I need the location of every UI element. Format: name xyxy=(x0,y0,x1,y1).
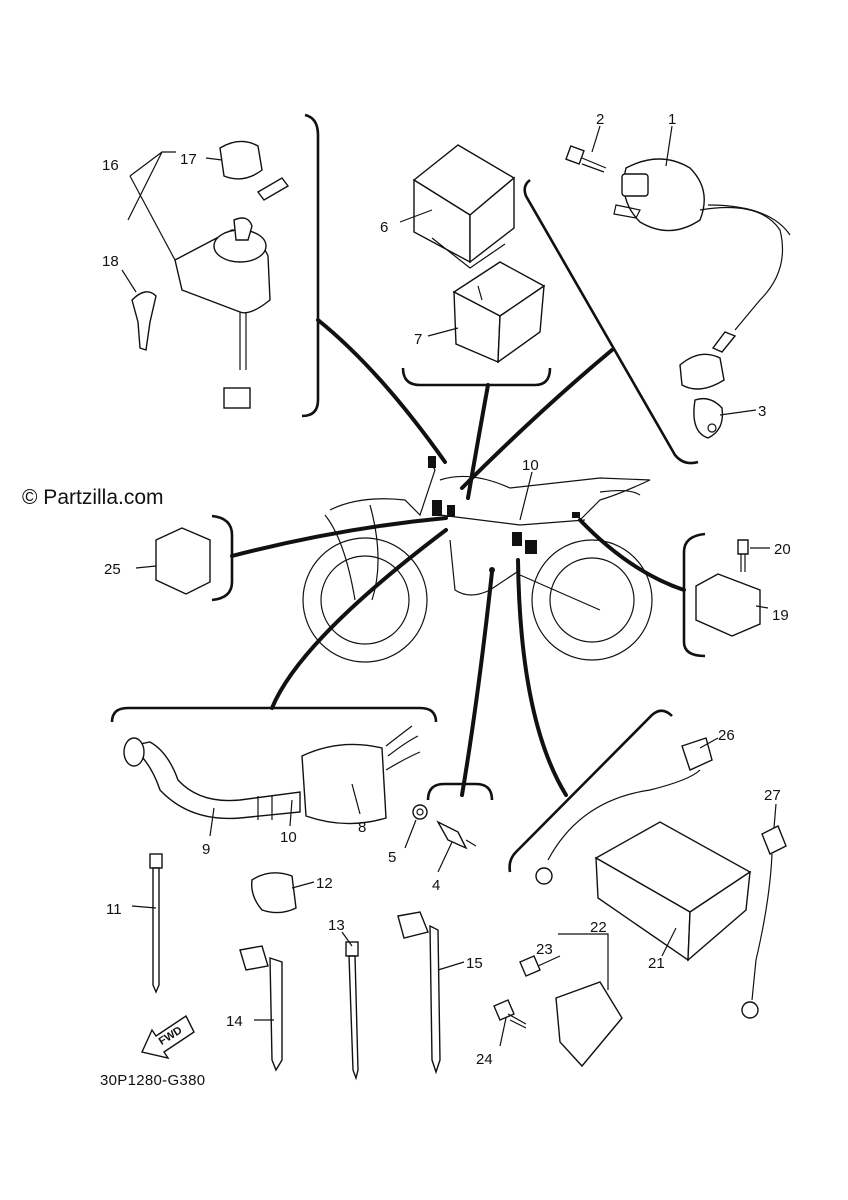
callout-17: 17 xyxy=(180,151,197,168)
callout-10b: 10 xyxy=(280,829,297,846)
cdi-unit-part xyxy=(412,144,516,269)
ignition-coil-part xyxy=(613,158,791,331)
callout-4: 4 xyxy=(432,877,440,894)
callout-26: 26 xyxy=(718,727,735,744)
relay-part xyxy=(695,539,761,637)
callout-10a: 10 xyxy=(522,457,539,474)
callout-5: 5 xyxy=(388,849,396,866)
starter-relay-part xyxy=(155,527,211,595)
callout-16: 16 xyxy=(102,157,119,174)
callout-labels: 1 2 3 4 5 6 7 8 9 10 10 11 12 13 14 15 1… xyxy=(102,111,791,1068)
callout-21: 21 xyxy=(648,955,665,972)
bolt-part xyxy=(565,145,607,173)
motorcycle-outline xyxy=(302,456,653,663)
callout-1: 1 xyxy=(668,111,676,128)
cdi-holder-part xyxy=(452,261,546,364)
callout-13: 13 xyxy=(328,917,345,934)
callout-leaders xyxy=(121,125,777,1047)
battery-part xyxy=(535,737,787,1019)
callout-15: 15 xyxy=(466,955,483,972)
cable-tie-parts xyxy=(149,853,441,1081)
neutral-switch-part xyxy=(412,804,477,850)
callout-12: 12 xyxy=(316,875,333,892)
callout-22: 22 xyxy=(590,919,607,936)
clamp-part xyxy=(251,872,297,914)
callout-24: 24 xyxy=(476,1051,493,1068)
section-brackets xyxy=(110,113,706,873)
callout-2: 2 xyxy=(596,111,604,128)
callout-23: 23 xyxy=(536,941,553,958)
callout-25: 25 xyxy=(104,561,121,578)
main-switch-part xyxy=(131,140,290,409)
leader-lines xyxy=(230,318,686,797)
callout-3: 3 xyxy=(758,403,766,420)
diagram-code: 30P1280-G380 xyxy=(100,1072,206,1089)
callout-6: 6 xyxy=(380,219,388,236)
wire-harness-part xyxy=(123,725,421,825)
callout-7: 7 xyxy=(414,331,422,348)
rectifier-part xyxy=(493,955,623,1068)
watermark-text: © Partzilla.com xyxy=(22,486,164,509)
callout-9: 9 xyxy=(202,841,210,858)
callout-18: 18 xyxy=(102,253,119,270)
callout-19: 19 xyxy=(772,607,789,624)
callout-8: 8 xyxy=(358,819,366,836)
callout-11: 11 xyxy=(106,901,122,918)
plug-cap-part xyxy=(679,331,737,439)
callout-27: 27 xyxy=(764,787,781,804)
forward-arrow-icon: FWD xyxy=(141,1014,195,1060)
callout-20: 20 xyxy=(774,541,791,558)
callout-14: 14 xyxy=(226,1013,243,1030)
